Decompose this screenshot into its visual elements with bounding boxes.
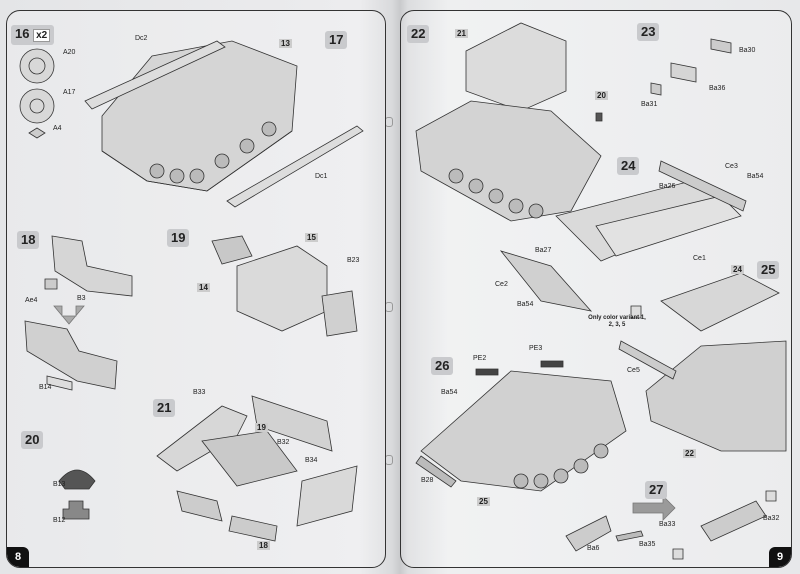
step-22: 22 xyxy=(407,25,430,43)
step-18: 18 xyxy=(17,231,40,249)
binder-mark xyxy=(385,117,393,127)
page-number: 9 xyxy=(769,547,791,567)
part-label: Ba32 xyxy=(763,515,780,522)
step-27: 27 xyxy=(645,481,668,499)
page-number: 8 xyxy=(7,547,29,567)
part-label: Ce3 xyxy=(725,163,738,170)
step-17: 17 xyxy=(325,31,348,49)
part-label: 13 xyxy=(279,39,292,48)
step-23: 23 xyxy=(637,23,660,41)
part-label: Ba26 xyxy=(659,183,676,190)
part-label: B33 xyxy=(193,389,206,396)
step-20: 20 xyxy=(21,431,44,449)
step-26: 26 xyxy=(431,357,454,375)
part-label: Ba33 xyxy=(659,521,676,528)
hull-drawing xyxy=(101,40,298,192)
part-label: Dc1 xyxy=(315,173,328,180)
part-label: Ce2 xyxy=(495,281,508,288)
part-label: 14 xyxy=(197,283,210,292)
step-21: 21 xyxy=(153,399,176,417)
page-left: 16 x2 17 18 19 20 21 A20 A17 A4 Dc2 13 D… xyxy=(6,10,386,568)
part-label: B34 xyxy=(305,457,318,464)
left-page-drawings xyxy=(19,40,364,542)
part-label: B12 xyxy=(53,517,66,524)
part-label: Ba30 xyxy=(739,47,756,54)
step-16: 16 x2 xyxy=(11,25,55,45)
part-label: B23 xyxy=(347,257,360,264)
part-label: 19 xyxy=(255,423,268,432)
part-label: 18 xyxy=(257,541,270,550)
part-label: B32 xyxy=(277,439,290,446)
part-label: A4 xyxy=(53,125,62,132)
part-label: Ba35 xyxy=(639,541,656,548)
part-label: Ba31 xyxy=(641,101,658,108)
part-label: Ce1 xyxy=(693,255,706,262)
part-label: A17 xyxy=(63,89,76,96)
part-label: 21 xyxy=(455,29,468,38)
part-label: A20 xyxy=(63,49,76,56)
part-label: 25 xyxy=(477,497,490,506)
part-label: 20 xyxy=(595,91,608,100)
part-label: Ba6 xyxy=(587,545,600,552)
part-label: Ce5 xyxy=(627,367,640,374)
part-label: Ba36 xyxy=(709,85,726,92)
right-page-drawings xyxy=(415,22,787,560)
binder-mark xyxy=(385,455,393,465)
road-wheel-drawing xyxy=(19,48,55,84)
step-19: 19 xyxy=(167,229,190,247)
part-label: 22 xyxy=(683,449,696,458)
road-wheel-drawing xyxy=(19,88,55,124)
page-right: 22 23 24 25 26 27 21 20 Ba30 Ba36 Ba31 C… xyxy=(400,10,792,568)
part-label: B14 xyxy=(39,384,52,391)
part-label: B13 xyxy=(53,481,66,488)
part-label: Ba54 xyxy=(517,301,534,308)
part-label: B28 xyxy=(421,477,434,484)
part-label: Ba27 xyxy=(535,247,552,254)
part-label: B3 xyxy=(77,295,86,302)
part-label: 15 xyxy=(305,233,318,242)
part-label: Dc2 xyxy=(135,35,148,42)
binder-mark xyxy=(385,302,393,312)
part-label: Ba54 xyxy=(747,173,764,180)
step-24: 24 xyxy=(617,157,640,175)
part-label: PE2 xyxy=(473,355,487,362)
part-label: Ae4 xyxy=(25,297,38,304)
part-label: Ba54 xyxy=(441,389,458,396)
part-label: PE3 xyxy=(529,345,543,352)
color-variant-note: Only color variant 1, 2, 3, 5 xyxy=(588,315,646,328)
part-label: 24 xyxy=(731,265,744,274)
step-25: 25 xyxy=(757,261,780,279)
